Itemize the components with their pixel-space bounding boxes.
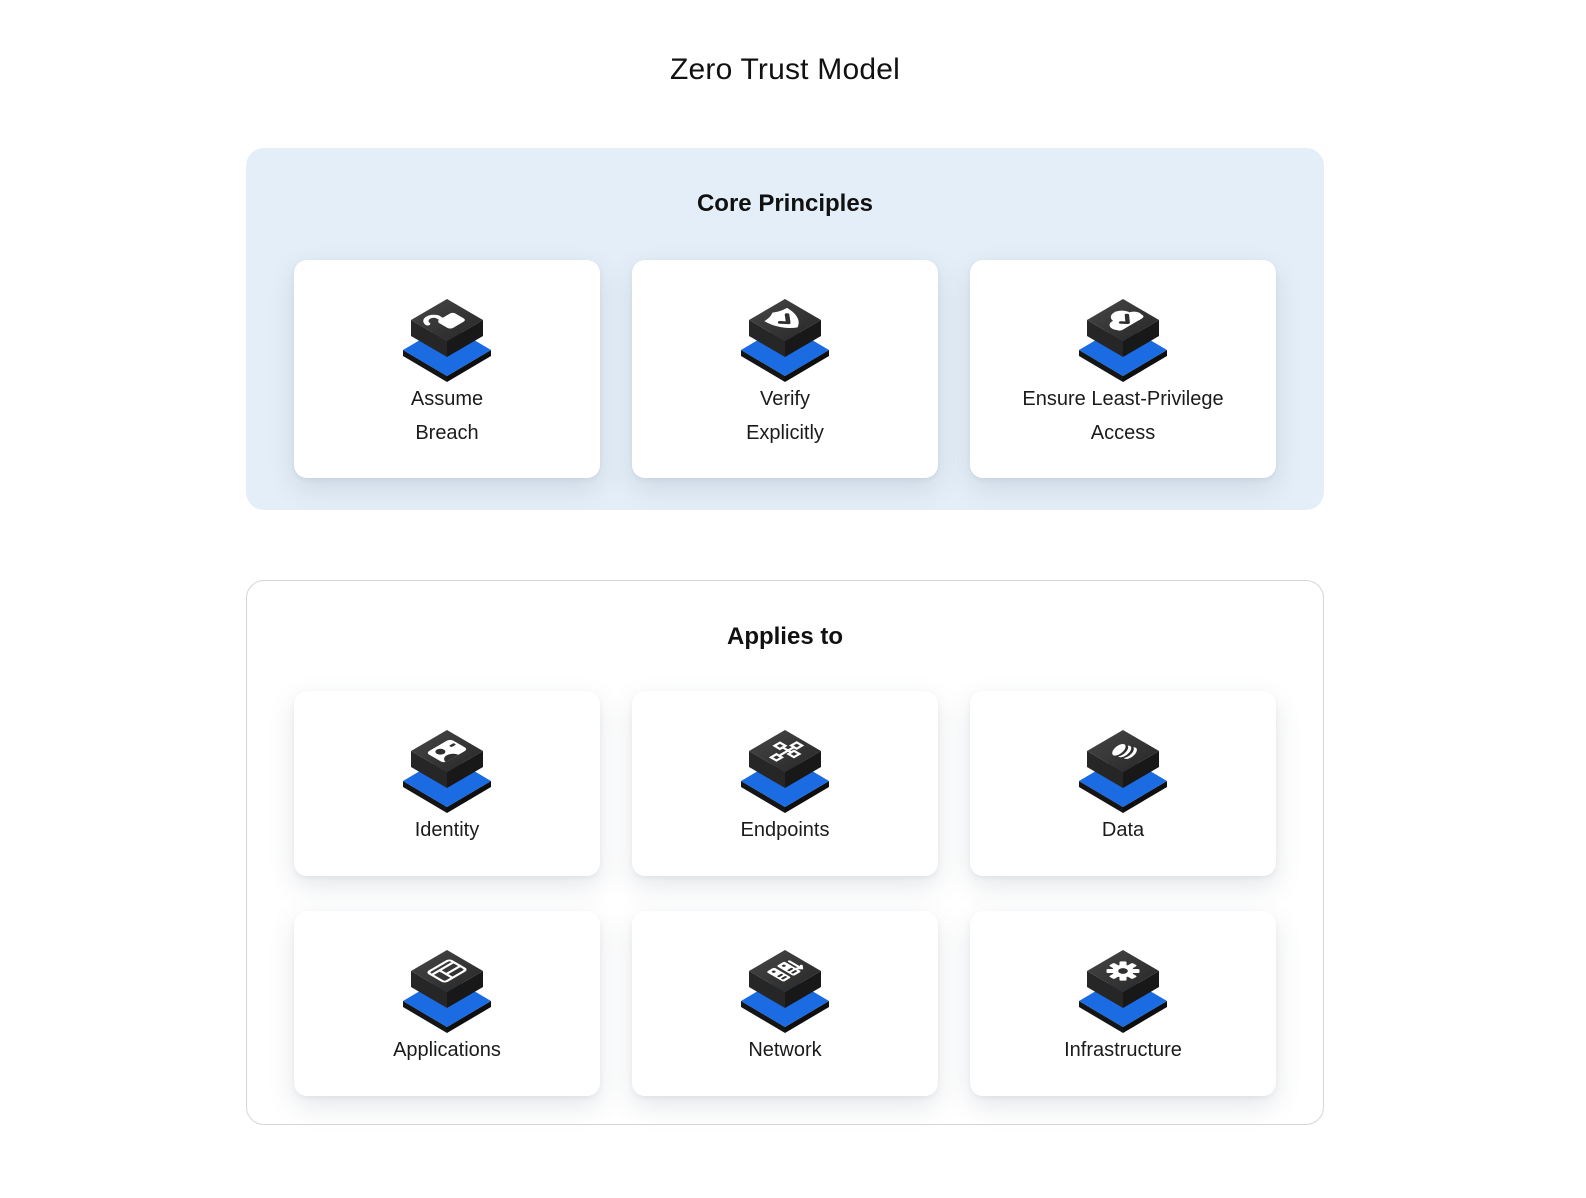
applies-to-panel: Applies to Ide [246,580,1324,1125]
server-rack-icon [741,950,829,1033]
card-data: Data [970,691,1276,876]
page-title: Zero Trust Model [670,53,900,86]
card-label-line2: Access [1090,422,1156,444]
applies-to-heading: Applies to [726,623,843,650]
card-network: Network [632,911,938,1096]
card-assume-breach: Assume Breach [294,260,600,478]
card-label: Infrastructure [1064,1039,1182,1061]
card-least-privilege-access: Ensure Least-Privilege Access [970,260,1276,478]
card-label: Verify Explicitly [746,382,824,450]
card-label-line2: Breach [415,422,479,444]
applies-to-grid: Identity [247,691,1323,1096]
app-window-icon [403,950,491,1033]
card-label-line2: Explicitly [746,422,824,444]
core-principles-panel: Core Principles [246,148,1324,510]
card-identity: Identity [294,691,600,876]
card-label: Identity [414,819,480,841]
card-label-line1: Verify [759,388,810,410]
core-principles-grid: Assume Breach [246,260,1324,478]
card-endpoints: Endpoints [632,691,938,876]
gear-icon [1079,950,1167,1033]
network-nodes-icon [741,730,829,813]
id-badge-icon [403,730,491,813]
card-label: Assume Breach [411,382,483,450]
cloud-check-icon [1079,299,1167,382]
card-applications: Applications [294,911,600,1096]
card-label: Applications [393,1039,501,1061]
card-label: Data [1101,819,1145,841]
card-label: Network [748,1039,822,1061]
unlock-icon [403,299,491,382]
shield-check-icon [741,299,829,382]
card-label: Endpoints [740,819,830,841]
database-icon [1079,730,1167,813]
card-label-line1: Ensure Least-Privilege [1022,388,1224,410]
card-label-line1: Assume [410,388,484,410]
card-infrastructure: Infrastructure [970,911,1276,1096]
card-verify-explicitly: Verify Explicitly [632,260,938,478]
core-principles-heading: Core Principles [696,190,874,217]
card-label: Ensure Least-Privilege Access [1022,382,1223,450]
